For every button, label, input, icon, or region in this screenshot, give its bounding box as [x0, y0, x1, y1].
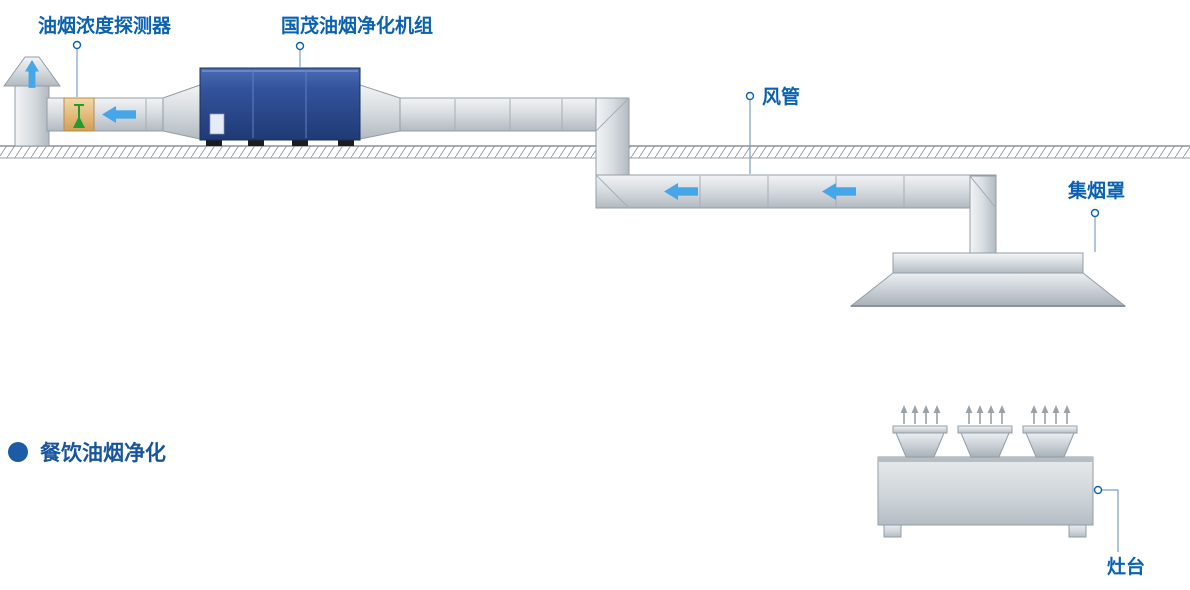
stove-top-edge: [878, 457, 1093, 462]
burner: [1022, 425, 1078, 458]
unit-foot: [248, 140, 264, 146]
elbow-seam: [969, 175, 997, 209]
roof-hatch-band: [0, 146, 1190, 158]
label-stove: 灶台: [1107, 555, 1145, 578]
unit-control-plate: [209, 113, 225, 135]
burner: [892, 425, 948, 458]
duct-transition-left: [162, 84, 201, 140]
stove-foot: [883, 524, 902, 538]
leader-dot: [745, 91, 755, 101]
stove-body: [877, 456, 1094, 526]
caption-title: 餐饮油烟净化: [40, 441, 166, 465]
hood-top: [892, 252, 1084, 274]
callout-detector: 油烟浓度探测器: [38, 14, 172, 97]
callout-air-duct: 风管: [745, 85, 800, 174]
duct-segment: [399, 97, 630, 132]
exhaust-stack: [14, 85, 50, 147]
exhaust-outlet: [3, 56, 61, 147]
caption: 餐饮油烟净化: [8, 441, 166, 465]
callout-stove: 灶台: [1093, 485, 1145, 578]
sensor-icon: [73, 104, 85, 128]
hood-skirt: [849, 272, 1127, 307]
smoke-hood: [849, 252, 1127, 307]
leader-dot: [1093, 485, 1103, 495]
bullet-dot-icon: [8, 442, 28, 462]
heat-arrows: [899, 404, 1072, 425]
elbow-seam: [595, 97, 630, 132]
unit-foot: [338, 140, 354, 146]
callout-purifier: 国茂油烟净化机组: [281, 14, 433, 67]
label-air-duct: 风管: [762, 85, 800, 108]
elbow-seam: [595, 174, 630, 209]
leader-dot: [1090, 208, 1100, 218]
duct-transition-right: [359, 84, 401, 140]
label-detector: 油烟浓度探测器: [38, 14, 172, 37]
stove: [877, 404, 1094, 538]
duct-run: [399, 97, 997, 257]
leader-dot: [295, 41, 305, 51]
stove-foot: [1068, 524, 1087, 538]
unit-foot: [206, 140, 222, 146]
label-purifier-unit: 国茂油烟净化机组: [281, 14, 433, 37]
unit-body: [199, 67, 361, 141]
hood-neck: [969, 175, 997, 257]
burner: [957, 425, 1013, 458]
duct-segment-lower: [595, 174, 997, 209]
purifier-unit: [162, 67, 401, 146]
leader-line: [1101, 489, 1119, 552]
callout-smoke-hood: 集烟罩: [1067, 179, 1125, 252]
leader-dot: [72, 40, 82, 50]
roof-line: [0, 145, 1190, 159]
label-smoke-hood: 集烟罩: [1067, 179, 1125, 202]
inlet-duct-left: [46, 97, 164, 132]
unit-foot: [292, 140, 308, 146]
